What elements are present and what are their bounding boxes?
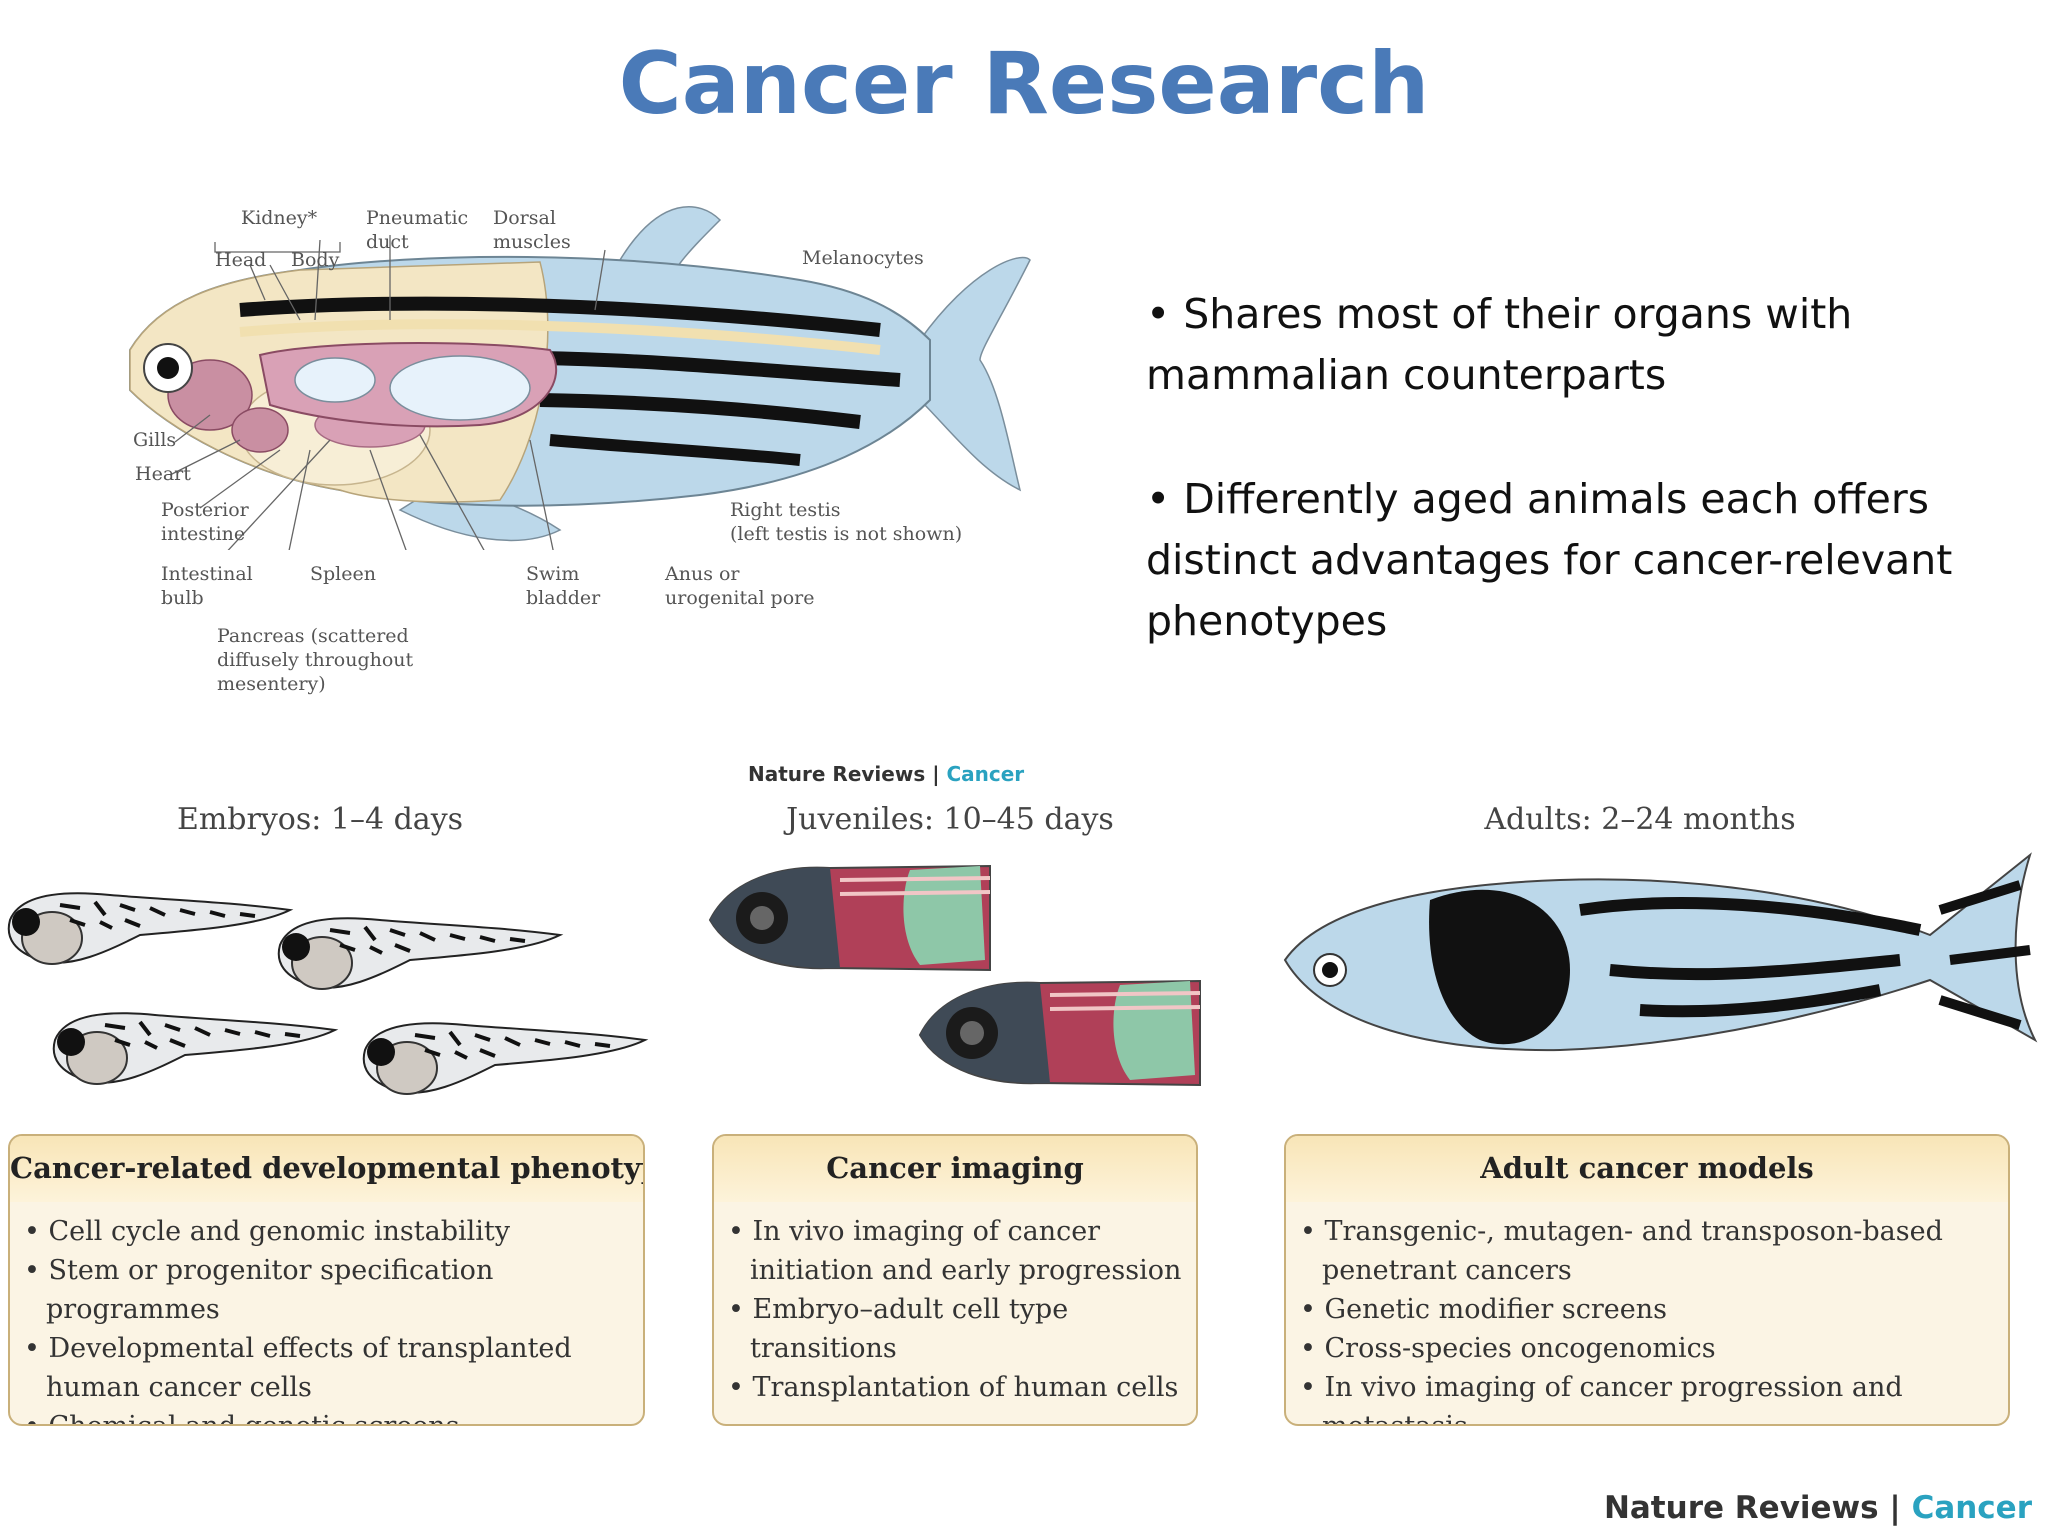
credit-section: Cancer bbox=[946, 762, 1025, 786]
label-melanocytes: Melanocytes bbox=[802, 247, 924, 269]
adult-illustration bbox=[1283, 852, 2038, 1052]
leader-lines bbox=[169, 235, 606, 550]
box-list: Cell cycle and genomic instability Stem … bbox=[10, 1212, 643, 1424]
label-muscles: muscles bbox=[493, 231, 571, 253]
label-spleen: Spleen bbox=[310, 563, 376, 585]
box-list: Transgenic-, mutagen- and transposon-bas… bbox=[1286, 1212, 2008, 1424]
stripe bbox=[549, 434, 801, 466]
stripe bbox=[539, 393, 861, 429]
juvenile-fish bbox=[708, 864, 992, 972]
juveniles-illustration bbox=[708, 864, 1202, 1087]
label-gills: Gills bbox=[133, 429, 177, 451]
credit-separator: | bbox=[1878, 1490, 1912, 1526]
heart bbox=[231, 407, 289, 453]
embryo bbox=[276, 916, 562, 991]
list-item: Embryo–adult cell type transitions bbox=[728, 1290, 1196, 1368]
stage-embryos: Embryos: 1–4 days bbox=[176, 802, 464, 837]
embryo bbox=[361, 1021, 647, 1096]
credit-bottom: Nature Reviews | Cancer bbox=[1604, 1490, 2032, 1526]
box-title: Cancer imaging bbox=[714, 1136, 1196, 1202]
label-bulb: bulb bbox=[161, 587, 204, 609]
label-intestine: intestine bbox=[161, 523, 246, 545]
zebrafish-anatomy-diagram bbox=[129, 205, 1031, 550]
label-bladder: bladder bbox=[526, 587, 601, 609]
stripe bbox=[239, 296, 881, 337]
list-item: Chemical and genetic screens bbox=[24, 1407, 643, 1424]
list-item: Cell cycle and genomic instability bbox=[24, 1212, 643, 1251]
adult-stripes bbox=[1579, 896, 1922, 1018]
list-item: Developmental effects of transplanted hu… bbox=[24, 1329, 643, 1407]
box-list: In vivo imaging of cancer initiation and… bbox=[714, 1212, 1196, 1407]
credit-separator: | bbox=[925, 762, 947, 786]
list-item: In vivo imaging of cancer progression an… bbox=[1300, 1368, 2008, 1424]
list-item: Genetic modifier screens bbox=[1300, 1290, 2008, 1329]
label-intestinal: Intestinal bbox=[161, 563, 253, 585]
swim-bladder-anterior bbox=[294, 357, 376, 403]
label-head: Head bbox=[215, 249, 267, 271]
label-heart: Heart bbox=[135, 463, 191, 485]
list-item: Transplantation of human cells bbox=[728, 1368, 1196, 1407]
box-cancer-imaging: Cancer imaging In vivo imaging of cancer… bbox=[712, 1134, 1198, 1426]
embryos-illustration bbox=[6, 891, 647, 1096]
box-title: Cancer-related developmental phenotypes bbox=[10, 1136, 643, 1202]
stripe bbox=[539, 351, 901, 387]
label-pancreas: Pancreas (scattered bbox=[217, 625, 409, 647]
swim-bladder-posterior bbox=[389, 355, 531, 421]
embryo bbox=[6, 891, 292, 966]
label-pancreas-2: diffusely throughout bbox=[217, 649, 414, 671]
label-pneumatic: Pneumatic bbox=[366, 207, 469, 229]
list-item: Transgenic-, mutagen- and transposon-bas… bbox=[1300, 1212, 2008, 1290]
credit-journal: Nature Reviews bbox=[748, 762, 926, 786]
box-title: Adult cancer models bbox=[1286, 1136, 2008, 1202]
box-adult-cancer-models: Adult cancer models Transgenic-, mutagen… bbox=[1284, 1134, 2010, 1426]
label-right-testis: Right testis bbox=[730, 499, 841, 521]
bullet-organs: • Shares most of their organs with mamma… bbox=[1146, 290, 1853, 399]
list-item: Stem or progenitor specification program… bbox=[24, 1251, 643, 1329]
adult-fish-body bbox=[1283, 852, 2038, 1052]
tail-fin bbox=[919, 256, 1031, 492]
embryo bbox=[51, 1011, 337, 1086]
stage-adults: Adults: 2–24 months bbox=[1484, 802, 1796, 837]
adult-pupil bbox=[1322, 962, 1338, 978]
list-item: Cross-species oncogenomics bbox=[1300, 1329, 2008, 1368]
list-item: In vivo imaging of cancer initiation and… bbox=[728, 1212, 1196, 1290]
label-swim: Swim bbox=[526, 563, 580, 585]
bullet-aged-animals: • Differently aged animals each offers d… bbox=[1146, 475, 1953, 645]
label-kidney: Kidney* bbox=[241, 207, 318, 229]
label-urogenital: urogenital pore bbox=[665, 587, 815, 609]
box-developmental-phenotypes: Cancer-related developmental phenotypes … bbox=[8, 1134, 645, 1426]
pupil bbox=[157, 357, 179, 379]
label-pancreas-3: mesentery) bbox=[217, 673, 326, 695]
juvenile-fish bbox=[918, 979, 1202, 1087]
bullet-aged-animals-text: Differently aged animals each offers dis… bbox=[1146, 475, 1953, 645]
tumor bbox=[1429, 889, 1570, 1045]
credit-journal: Nature Reviews bbox=[1603, 1490, 1879, 1526]
stripe bbox=[239, 319, 881, 355]
credit-section: Cancer bbox=[1911, 1490, 2032, 1526]
tail-stripes bbox=[1938, 880, 2031, 1030]
label-anus: Anus or bbox=[665, 563, 740, 585]
page-title: Cancer Research bbox=[618, 34, 1430, 134]
label-dorsal: Dorsal bbox=[493, 207, 556, 229]
label-duct: duct bbox=[366, 231, 409, 253]
bullet-organs-text: Shares most of their organs with mammali… bbox=[1146, 290, 1853, 399]
label-posterior: Posterior bbox=[161, 499, 249, 521]
label-body: Body bbox=[291, 249, 340, 271]
label-left-testis-note: (left testis is not shown) bbox=[730, 523, 963, 545]
stage-juveniles: Juveniles: 10–45 days bbox=[786, 802, 1114, 837]
credit-top: Nature Reviews | Cancer bbox=[748, 762, 1024, 786]
